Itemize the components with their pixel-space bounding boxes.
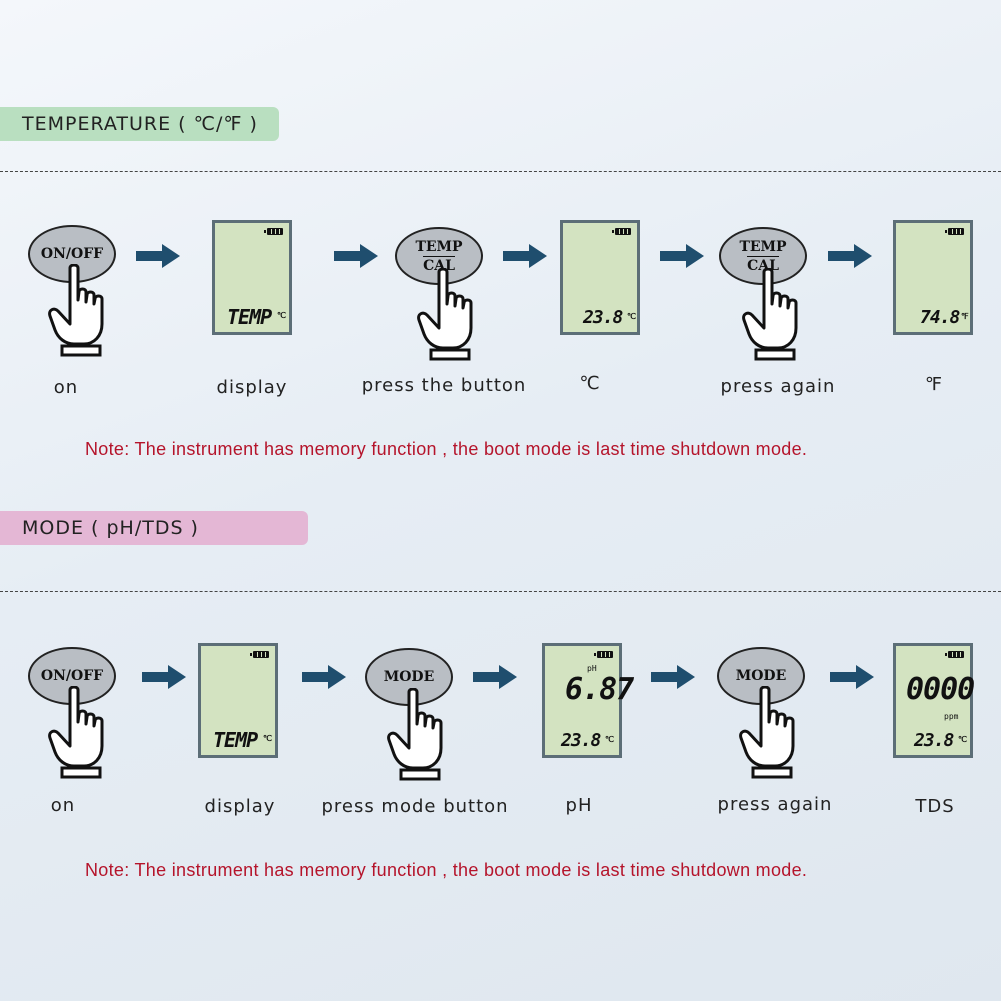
caption-celsius: ℃: [579, 373, 601, 394]
ph-value: 6.87: [565, 672, 634, 707]
mode-section-title: MODE ( pH/TDS ): [0, 511, 308, 545]
right-arrow-icon: [302, 665, 346, 689]
caption-tds: TDS: [915, 796, 955, 817]
caption-fahrenheit: ℉: [924, 374, 944, 395]
lcd-screen-tds: 0000 ppm 23.8 ℃: [893, 643, 975, 758]
memory-note: Note: The instrument has memory function…: [85, 860, 808, 880]
lcd-temperature-value: 23.8: [583, 307, 623, 328]
lcd-unit: ℃: [263, 734, 272, 743]
caption-on: on: [50, 795, 76, 816]
pointing-hand-icon: [739, 686, 795, 779]
mode-label: MODE: [735, 668, 787, 684]
pointing-hand-icon: [48, 686, 104, 779]
lcd-screen-display: TEMP ℃: [198, 643, 278, 758]
right-arrow-icon: [142, 665, 186, 689]
lcd-text: TEMP: [227, 305, 272, 329]
ph-label: pH: [587, 664, 597, 673]
mode-button-again[interactable]: MODE: [717, 647, 805, 705]
battery-icon: [264, 228, 283, 235]
pointing-hand-icon: [48, 264, 104, 357]
caption-press-again: press again: [720, 376, 836, 397]
section-divider: [0, 171, 1001, 172]
battery-icon: [594, 651, 613, 658]
lcd-unit: ℃: [958, 735, 967, 744]
temp-label: TEMP: [739, 238, 787, 255]
right-arrow-icon: [651, 665, 695, 689]
on-off-label: ON/OFF: [40, 246, 104, 262]
battery-icon: [612, 228, 631, 235]
lcd-screen-fahrenheit: 74.8 ℉: [893, 220, 973, 335]
lcd-screen-celsius: 23.8 ℃: [560, 220, 640, 335]
pointing-hand-icon: [387, 688, 443, 781]
battery-icon: [945, 651, 964, 658]
right-arrow-icon: [503, 244, 547, 268]
lcd-unit: ℃: [605, 735, 614, 744]
caption-press-again: press again: [717, 794, 833, 815]
on-off-label: ON/OFF: [40, 668, 104, 684]
right-arrow-icon: [473, 665, 517, 689]
mode-label: MODE: [383, 669, 435, 685]
lcd-temperature-value: 23.8: [914, 730, 954, 751]
caption-press-mode-button: press mode button: [321, 796, 509, 817]
lcd-temperature-value: 74.8: [920, 307, 960, 328]
right-arrow-icon: [828, 244, 872, 268]
pointing-hand-icon: [417, 268, 473, 361]
caption-display: display: [204, 796, 276, 817]
caption-press-the-button: press the button: [361, 375, 527, 396]
pointing-hand-icon: [742, 268, 798, 361]
section-divider: [0, 591, 1001, 592]
lcd-screen-ph: pH 6.87 23.8 ℃: [542, 643, 634, 758]
mode-button[interactable]: MODE: [365, 648, 453, 706]
tds-value: 0000: [906, 672, 975, 707]
right-arrow-icon: [334, 244, 378, 268]
caption-ph: pH: [565, 795, 593, 816]
temperature-section-title: TEMPERATURE ( ℃/℉ ): [0, 107, 279, 141]
lcd-unit: ℃: [627, 312, 636, 321]
lcd-unit: ℉: [961, 312, 969, 321]
right-arrow-icon: [660, 244, 704, 268]
caption-display: display: [216, 377, 288, 398]
ppm-label: ppm: [944, 712, 959, 721]
battery-icon: [945, 228, 964, 235]
right-arrow-icon: [136, 244, 180, 268]
lcd-text: TEMP: [213, 728, 258, 752]
memory-note: Note: The instrument has memory function…: [85, 439, 808, 459]
right-arrow-icon: [830, 665, 874, 689]
caption-on: on: [53, 377, 79, 398]
lcd-screen-display: TEMP ℃: [212, 220, 292, 335]
lcd-unit: ℃: [277, 311, 286, 320]
temp-label: TEMP: [415, 238, 463, 255]
battery-icon: [250, 651, 269, 658]
lcd-temperature-value: 23.8: [561, 730, 601, 751]
